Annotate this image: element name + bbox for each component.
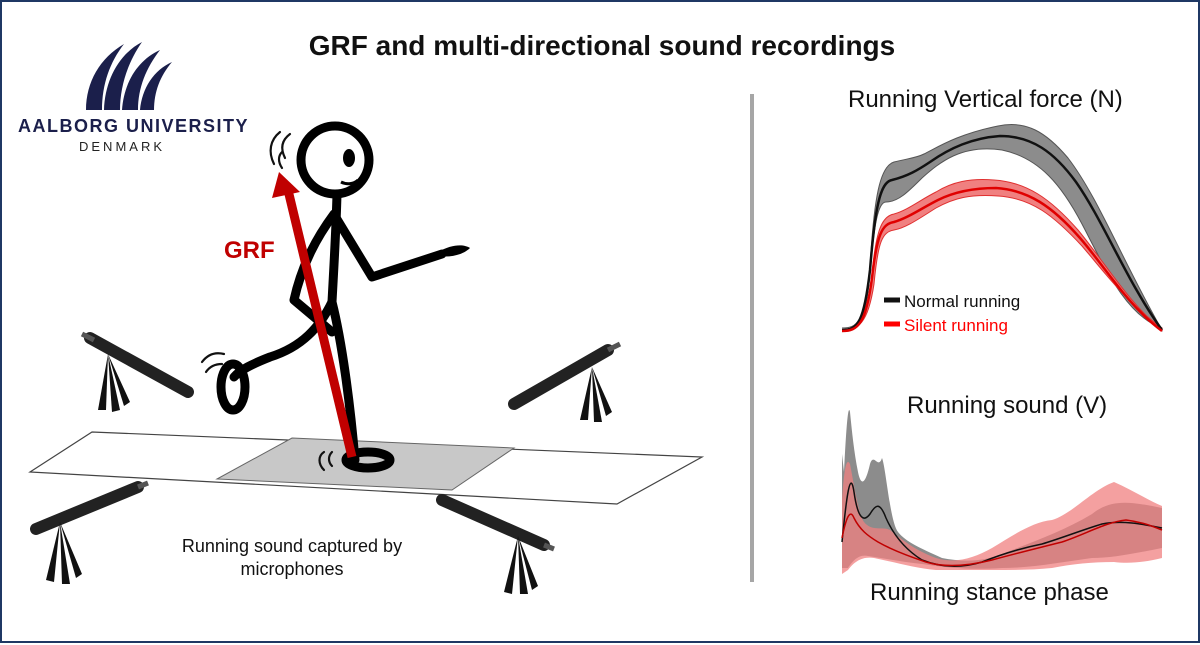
grf-label: GRF xyxy=(224,237,275,264)
sound-chart xyxy=(841,394,1163,580)
silent-running-mean-line xyxy=(841,186,1163,333)
university-country: DENMARK xyxy=(79,139,166,154)
runner-hand-detail xyxy=(438,245,470,257)
silent-running-sound-mean xyxy=(841,513,1163,567)
normal-running-sound-mean xyxy=(841,482,1163,567)
microphone-front-left xyxy=(30,480,149,584)
normal-running-mean-line xyxy=(841,134,1164,332)
sound-panel-title: Running sound (V) xyxy=(907,392,1108,419)
legend-silent-running: Silent running xyxy=(904,316,1008,335)
force-chart xyxy=(841,120,1164,338)
figure-title: GRF and multi-directional sound recordin… xyxy=(308,30,896,61)
force-panel-title: Running Vertical force (N) xyxy=(848,86,1123,113)
microphone-back-left xyxy=(80,331,194,412)
microphone-front-right xyxy=(436,494,555,594)
runner-face xyxy=(340,149,360,186)
panel-divider xyxy=(750,94,754,582)
legend-normal-running: Normal running xyxy=(904,292,1021,311)
microphone-back-right xyxy=(508,341,622,422)
grf-arrow xyxy=(272,172,357,459)
microphone-caption: Running sound captured by microphones xyxy=(181,536,403,579)
silent-running-sound-band xyxy=(842,461,1162,574)
university-logo-mark xyxy=(86,42,172,110)
stance-phase-label: Running stance phase xyxy=(870,579,1109,606)
stick-figure-runner xyxy=(216,121,447,473)
motion-lines xyxy=(200,130,334,472)
university-name: AALBORG UNIVERSITY xyxy=(18,116,250,136)
